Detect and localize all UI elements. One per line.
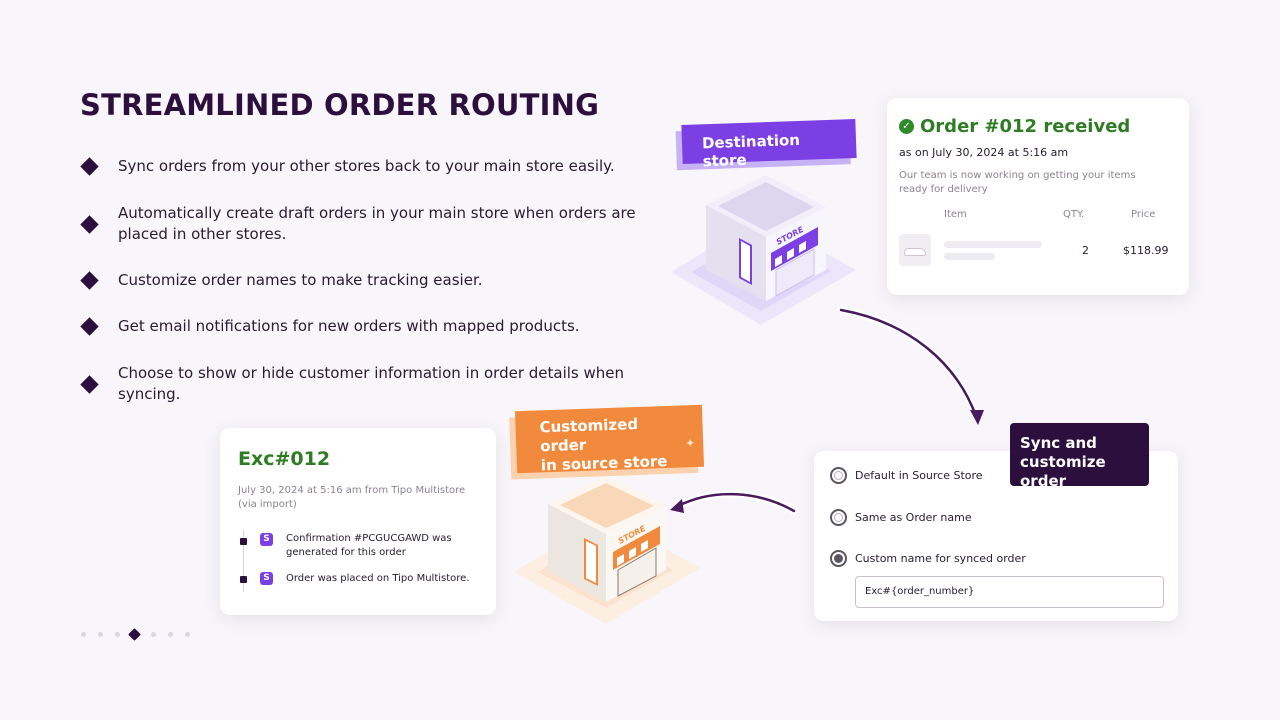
source-tag-line2: in source store bbox=[540, 451, 668, 475]
option-label: Default in Source Store bbox=[855, 469, 983, 482]
feature-item: Get email notifications for new orders w… bbox=[80, 316, 660, 337]
feature-text: Automatically create draft orders in you… bbox=[118, 204, 636, 243]
curved-arrow-left bbox=[670, 490, 798, 515]
sparkle-icon: ✦ bbox=[684, 436, 696, 451]
order-received-card: ✓ Order #012 received as on July 30, 202… bbox=[887, 98, 1189, 295]
feature-text: Sync orders from your other stores back … bbox=[118, 157, 615, 175]
page-title: STREAMLINED ORDER ROUTING bbox=[80, 88, 600, 122]
feature-text: Get email notifications for new orders w… bbox=[118, 317, 580, 335]
synced-order-title: Exc#012 bbox=[238, 448, 331, 470]
feature-item: Choose to show or hide customer informat… bbox=[80, 363, 660, 405]
timeline-event-text: Confirmation #PCGUCGAWD was generated fo… bbox=[286, 533, 452, 558]
radio-button-selected[interactable] bbox=[830, 550, 847, 567]
radio-button[interactable] bbox=[830, 467, 847, 484]
source-store-illustration: STORE bbox=[514, 476, 700, 624]
feature-item: Sync orders from your other stores back … bbox=[80, 156, 660, 177]
shoe-icon bbox=[904, 248, 926, 256]
synced-order-date: July 30, 2024 at 5:16 am from Tipo Multi… bbox=[238, 485, 466, 510]
column-header-qty: QTY. bbox=[1063, 209, 1085, 220]
pagination-dots bbox=[81, 628, 202, 641]
timeline-dot bbox=[240, 538, 247, 545]
order-date: as on July 30, 2024 at 5:16 am bbox=[899, 146, 1069, 159]
order-title-row: ✓ Order #012 received bbox=[899, 116, 1130, 137]
product-variant-placeholder bbox=[944, 253, 995, 260]
diamond-bullet-icon bbox=[80, 317, 99, 336]
feature-item: Automatically create draft orders in you… bbox=[80, 203, 660, 245]
sync-customize-tag: Sync and customize order bbox=[1010, 423, 1149, 490]
timeline-event-text: Order was placed on Tipo Multistore. bbox=[286, 573, 470, 584]
timeline-line bbox=[243, 530, 244, 592]
option-custom-name[interactable]: Custom name for synced order bbox=[830, 550, 1026, 567]
destination-store-illustration: STORE bbox=[671, 175, 856, 325]
diamond-bullet-icon bbox=[80, 214, 99, 234]
app-logo-icon: S bbox=[260, 533, 273, 546]
pagination-dot[interactable] bbox=[168, 632, 173, 637]
source-tag-line1: Customized order bbox=[539, 415, 639, 456]
column-header-item: Item bbox=[944, 209, 967, 220]
item-price: $118.99 bbox=[1123, 244, 1169, 257]
item-quantity: 2 bbox=[1082, 244, 1089, 257]
pagination-dot[interactable] bbox=[115, 632, 120, 637]
option-same-as-order-name[interactable]: Same as Order name bbox=[830, 509, 972, 526]
feature-text: Choose to show or hide customer informat… bbox=[118, 364, 625, 403]
radio-button[interactable] bbox=[830, 509, 847, 526]
custom-name-input[interactable]: Exc#{order_number} bbox=[855, 576, 1164, 608]
pagination-dot-active[interactable] bbox=[128, 628, 141, 641]
customized-order-tag: Customized order in source store ✦ bbox=[514, 404, 705, 475]
column-header-price: Price bbox=[1131, 209, 1156, 220]
timeline-dot bbox=[240, 576, 247, 583]
feature-text: Customize order names to make tracking e… bbox=[118, 271, 483, 289]
pagination-dot[interactable] bbox=[81, 632, 86, 637]
check-circle-icon: ✓ bbox=[899, 119, 914, 134]
curved-arrow-down bbox=[837, 306, 984, 425]
order-message: Our team is now working on getting your … bbox=[899, 170, 1136, 195]
order-title: Order #012 received bbox=[920, 116, 1131, 137]
diamond-bullet-icon bbox=[80, 157, 99, 176]
pagination-dot[interactable] bbox=[185, 632, 190, 637]
synced-order-card: Exc#012 July 30, 2024 at 5:16 am from Ti… bbox=[220, 428, 496, 615]
option-default-source[interactable]: Default in Source Store bbox=[830, 467, 983, 484]
pagination-dot[interactable] bbox=[151, 632, 156, 637]
option-label: Same as Order name bbox=[855, 511, 972, 524]
diamond-bullet-icon bbox=[80, 374, 99, 394]
option-label: Custom name for synced order bbox=[855, 552, 1026, 565]
product-name-placeholder bbox=[944, 241, 1042, 248]
sync-tag-line1: Sync and bbox=[1020, 434, 1097, 452]
product-thumbnail bbox=[899, 234, 931, 266]
diamond-bullet-icon bbox=[80, 271, 99, 290]
app-logo-icon: S bbox=[260, 572, 273, 585]
sync-tag-line2: customize order bbox=[1020, 453, 1106, 490]
pagination-dot[interactable] bbox=[98, 632, 103, 637]
destination-store-tag: Destination store bbox=[681, 118, 857, 170]
feature-item: Customize order names to make tracking e… bbox=[80, 270, 660, 291]
